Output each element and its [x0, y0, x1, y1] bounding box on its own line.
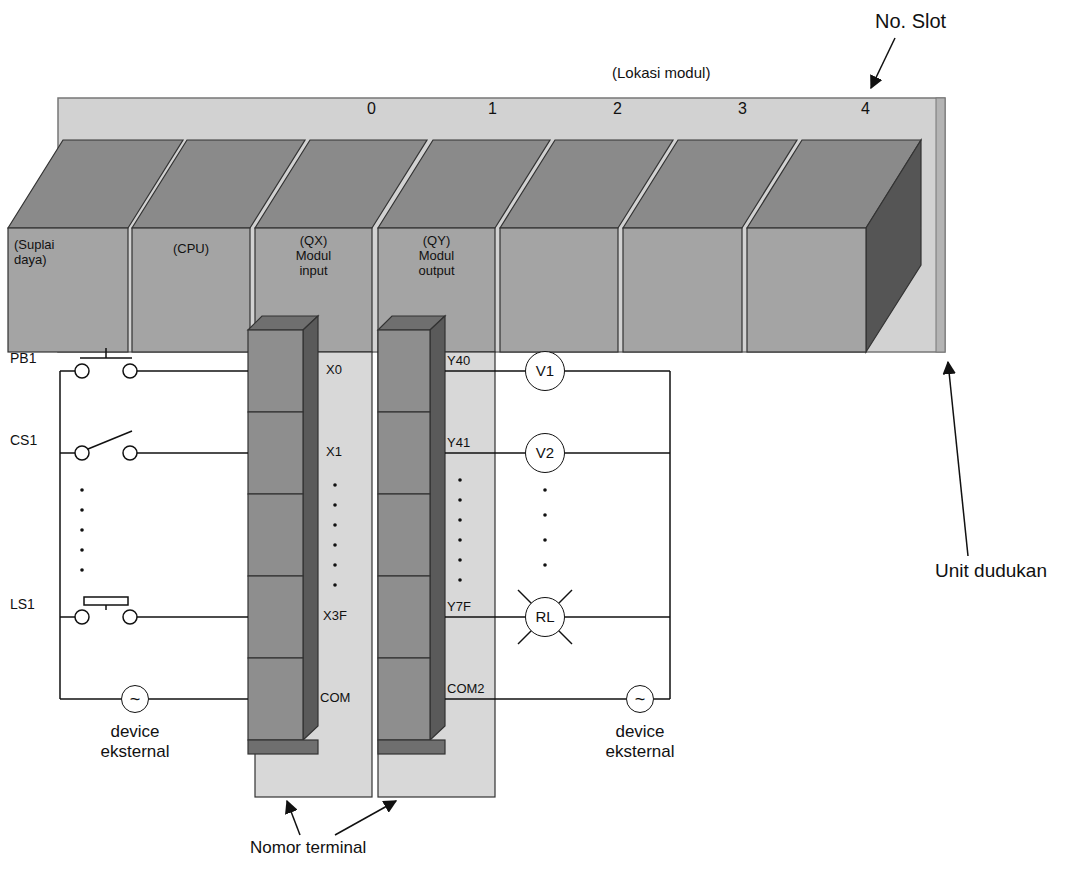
symbol-text: ~	[635, 689, 646, 710]
terminal-name: Y40	[447, 354, 470, 369]
module-text: (Suplai daya)	[14, 238, 76, 268]
device-label: device eksternal	[585, 722, 695, 761]
terminal-name: COM	[320, 691, 350, 706]
symbol-text: RL	[535, 608, 554, 625]
module-text: (QX)	[286, 234, 342, 249]
switch-name: LS1	[10, 596, 35, 612]
module-text: (CPU)	[132, 242, 250, 257]
terminal-name: X1	[326, 445, 342, 460]
callout-label: No. Slot	[875, 10, 946, 33]
ac-source: ~	[626, 685, 654, 713]
terminal-name: Y7F	[447, 600, 471, 615]
slot-number: 3	[738, 100, 747, 118]
terminal-name: X0	[326, 363, 342, 378]
callout-label: Nomor terminal	[250, 838, 366, 858]
power-supply-module: (Suplai daya)	[8, 228, 128, 352]
lamp-symbol: RL	[525, 597, 565, 637]
ac-source: ~	[121, 685, 149, 713]
valve-coil: V2	[525, 433, 565, 473]
cpu-module: (CPU)	[132, 228, 250, 352]
slot-number: 2	[613, 100, 622, 118]
module-text: Modul input	[286, 249, 342, 279]
input-module: (QX)Modul input	[255, 228, 372, 324]
slot-number: 1	[488, 100, 497, 118]
callout-label: Unit dudukan	[935, 560, 1047, 582]
slot-number: 4	[861, 100, 870, 118]
module-text: Modul output	[409, 249, 465, 279]
module-text: (QY)	[409, 234, 465, 249]
terminal-name: COM2	[447, 682, 485, 697]
switch-name: CS1	[10, 432, 37, 448]
symbol-text: ~	[130, 689, 141, 710]
terminal-name: Y41	[447, 436, 470, 451]
valve-coil: V1	[525, 351, 565, 391]
symbol-text: V1	[536, 362, 554, 379]
device-label: device eksternal	[80, 722, 190, 761]
output-module: (QY)Modul output	[378, 228, 495, 324]
slot-number: 0	[367, 100, 376, 118]
switch-name: PB1	[10, 350, 36, 366]
terminal-name: X3F	[323, 609, 347, 624]
location-label: (Lokasi modul)	[612, 64, 710, 81]
symbol-text: V2	[536, 444, 554, 461]
